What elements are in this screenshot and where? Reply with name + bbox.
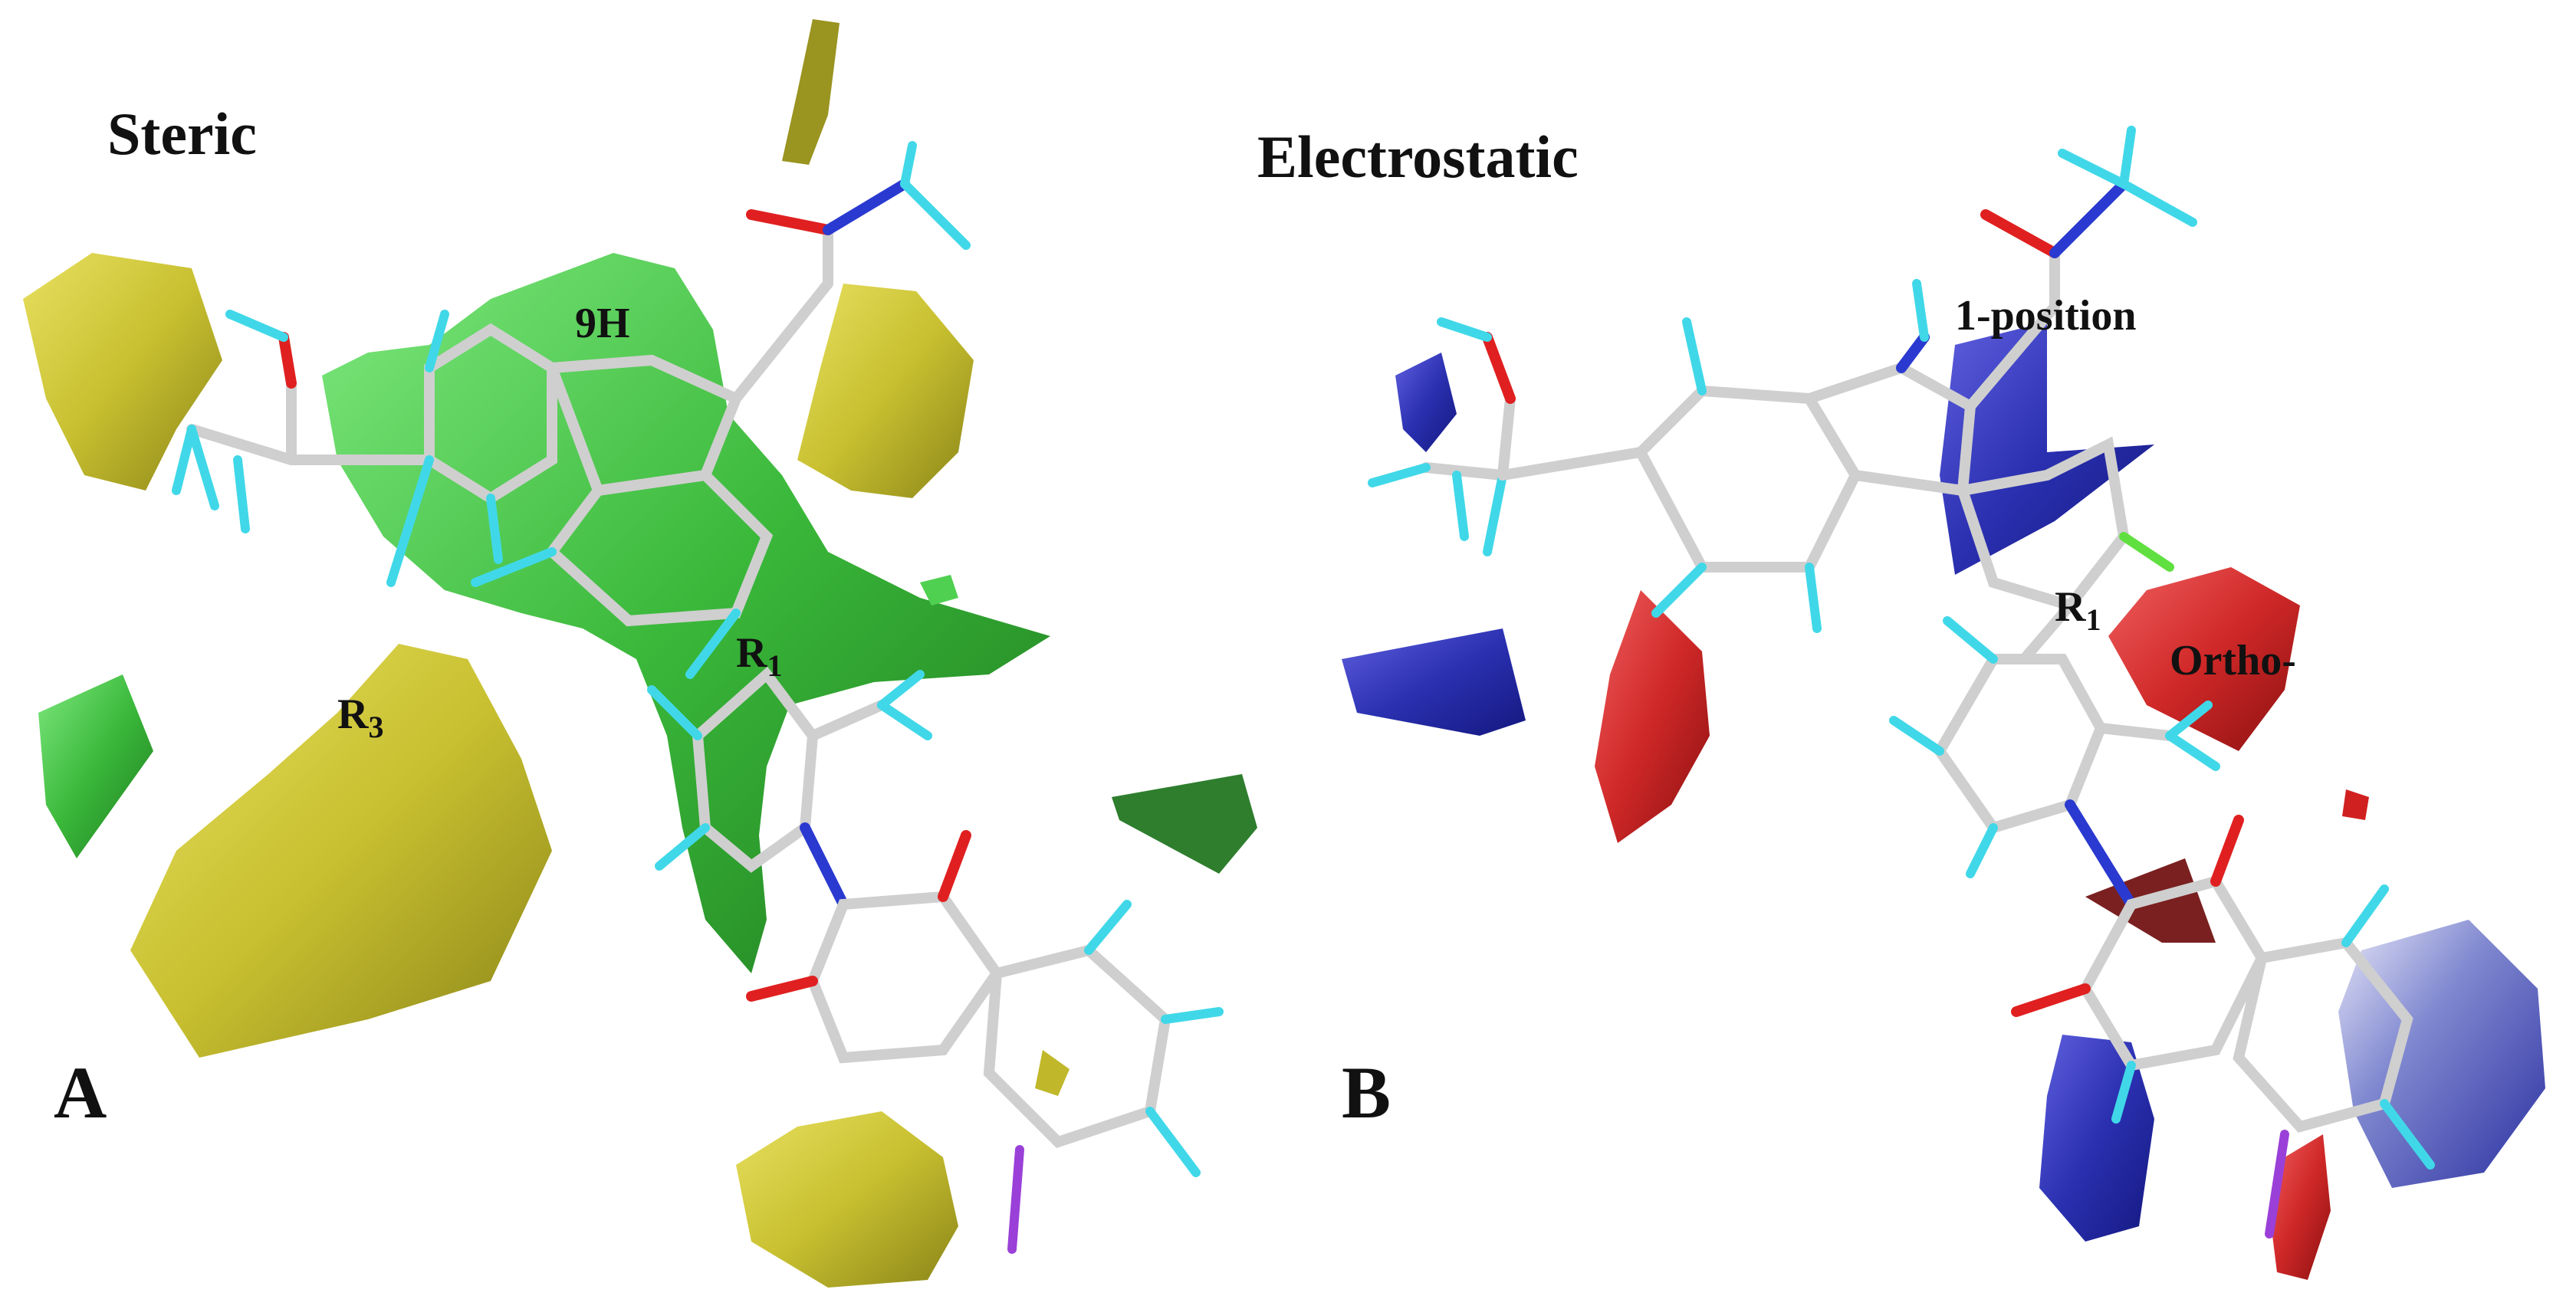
electrostatic-blue-contour — [1395, 353, 1457, 452]
steric-yellow-contour — [1035, 1050, 1070, 1096]
steric-yellow-contour — [736, 1111, 958, 1288]
electrostatic-red-contour — [2269, 1134, 2331, 1280]
electrostatic-red-contour — [1595, 590, 1710, 843]
electrostatic-red-contour — [2342, 789, 2369, 820]
steric-yellow-contour — [23, 253, 222, 491]
label-ortho: Ortho- — [2170, 637, 2296, 684]
electrostatic-blue-contour — [1342, 628, 1526, 736]
steric-yellow-contour — [130, 644, 552, 1058]
panel-letter-a: A — [54, 1052, 107, 1134]
label-r1-steric: R1 — [736, 629, 783, 684]
label-1-position: 1-position — [1955, 292, 2137, 340]
steric-green-contour — [920, 575, 958, 605]
steric-panel: Steric 9H R1 R3 A — [0, 0, 1257, 1296]
electrostatic-panel: Electrostatic 1-position R1 Ortho- B — [1257, 0, 2576, 1296]
electrostatic-contour-map — [1342, 126, 2545, 1280]
label-r3: R3 — [337, 691, 384, 745]
electrostatic-title: Electrostatic — [1257, 123, 1579, 190]
steric-contour-map — [23, 19, 1257, 1288]
steric-green-contour — [1112, 774, 1257, 874]
steric-yellow-contour — [782, 19, 840, 165]
electrostatic-blue-contour — [2338, 920, 2545, 1188]
ligand-molecule — [172, 141, 1224, 1254]
steric-title: Steric — [107, 100, 257, 167]
steric-green-contour — [38, 674, 153, 858]
ligand-molecule — [1368, 126, 2435, 1239]
electrostatic-red-contour — [2108, 567, 2300, 751]
label-r1-electrostatic: R1 — [2055, 583, 2101, 638]
steric-yellow-contour — [797, 284, 974, 498]
label-9h: 9H — [575, 300, 630, 347]
panel-letter-b: B — [1342, 1052, 1392, 1134]
